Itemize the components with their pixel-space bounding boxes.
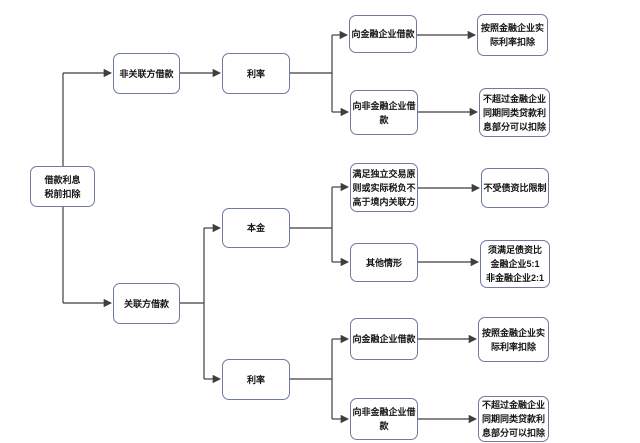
node-borrow-from-nonfinancial-top: 向非金融企业借 款	[350, 90, 418, 135]
node-arm-length-principle: 满足独立交易原 则或实际税负不 高于境内关联方	[350, 163, 418, 212]
node-other-situations: 其他情形	[350, 243, 418, 282]
node-result-not-exceed-bottom: 不超过金融企业 同期同类贷款利 息部分可以扣除	[478, 396, 549, 442]
node-root: 借款利息 税前扣除	[30, 166, 95, 207]
node-borrow-from-financial-top: 向金融企业借款	[349, 15, 417, 53]
node-result-actual-rate-top: 按照金融企业实 际利率扣除	[477, 14, 548, 56]
node-borrow-from-nonfinancial-bottom: 向非金融企业借 款	[350, 398, 418, 440]
node-non-related-borrowing: 非关联方借款	[113, 53, 180, 94]
node-result-not-exceed-top: 不超过金融企业 同期同类贷款利 息部分可以扣除	[479, 88, 550, 137]
node-interest-rate-top: 利率	[222, 53, 290, 94]
node-result-no-debt-ratio-limit: 不受债资比限制	[481, 168, 549, 208]
node-result-actual-rate-bottom: 按照金融企业实 际利率扣除	[478, 317, 549, 362]
node-interest-rate-bottom: 利率	[222, 359, 290, 400]
node-related-borrowing: 关联方借款	[113, 283, 180, 324]
node-result-debt-ratio-required: 须满足债资比 金融企业5:1 非金融企业2:1	[480, 240, 550, 288]
node-borrow-from-financial-bottom: 向金融企业借款	[350, 318, 418, 360]
node-principal: 本金	[222, 208, 290, 248]
